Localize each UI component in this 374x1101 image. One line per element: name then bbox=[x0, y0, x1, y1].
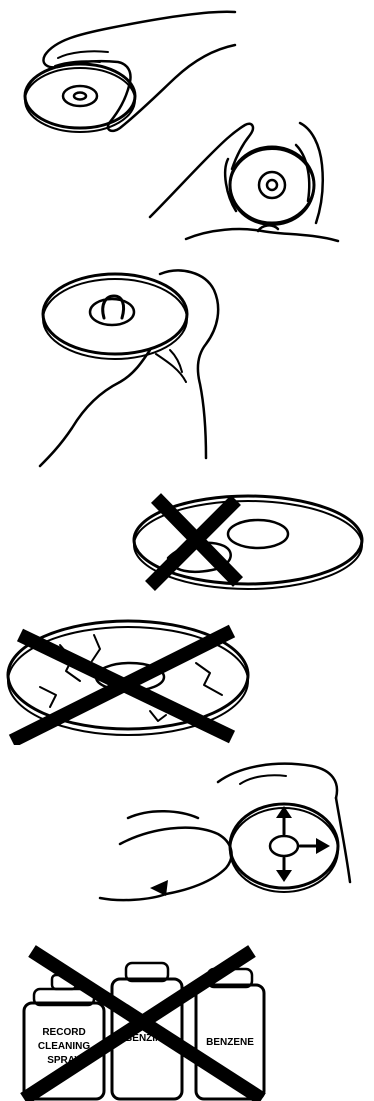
disc-hole bbox=[267, 180, 277, 190]
can-label-line: BENZENE bbox=[206, 1037, 254, 1048]
top-hand-outline bbox=[218, 764, 337, 798]
disc-outline bbox=[43, 274, 187, 354]
panel-hold-disc-both-hands bbox=[0, 105, 374, 255]
arm-outline bbox=[40, 350, 150, 466]
wipe-direction-arrowhead bbox=[150, 880, 168, 896]
no-sprays-illustration: RECORD CLEANING SPRAY BENZINE BENZENE bbox=[0, 945, 374, 1101]
finger-line bbox=[240, 775, 286, 784]
panel-no-cleaning-sprays: RECORD CLEANING SPRAY BENZINE BENZENE bbox=[0, 945, 374, 1101]
disc-outline bbox=[230, 147, 314, 223]
wiping-hand-arm bbox=[100, 894, 166, 900]
panel-wipe-disc-radially bbox=[0, 752, 374, 920]
panel-hold-disc-center-hole bbox=[0, 258, 374, 468]
panel-no-sticker-on-disc bbox=[0, 488, 374, 600]
hold-disc-center-hole-illustration bbox=[0, 258, 374, 468]
disc-hub-ring bbox=[259, 172, 285, 198]
wipe-disc-illustration bbox=[0, 752, 374, 920]
crack-line bbox=[40, 687, 56, 707]
crack-line bbox=[196, 663, 222, 695]
can-label-line: RECORD bbox=[42, 1027, 85, 1038]
finger-line bbox=[58, 51, 108, 58]
crack-line bbox=[150, 711, 166, 721]
cloth-fold bbox=[128, 811, 198, 818]
can-label-line: CLEANING bbox=[38, 1041, 90, 1052]
no-cracked-disc-illustration bbox=[0, 615, 374, 745]
disc-edge bbox=[230, 149, 314, 225]
disc-hole bbox=[74, 93, 86, 100]
disc-edge bbox=[43, 279, 187, 359]
disc-hub-ring bbox=[90, 299, 134, 325]
disc-hub-ring bbox=[228, 520, 288, 548]
arms-outline bbox=[186, 229, 338, 241]
hand-outline bbox=[160, 271, 218, 458]
no-sticker-illustration bbox=[0, 488, 374, 600]
disc-hub-ring bbox=[63, 86, 97, 106]
crack-line bbox=[92, 635, 100, 661]
left-hand-outline bbox=[150, 124, 253, 217]
disc-hub-ring bbox=[270, 836, 298, 856]
arrowhead bbox=[276, 870, 292, 882]
cloth-outline bbox=[120, 828, 232, 894]
hold-disc-both-hands-illustration bbox=[0, 105, 374, 255]
arrowhead bbox=[316, 838, 330, 854]
panel-no-cracked-disc bbox=[0, 615, 374, 745]
